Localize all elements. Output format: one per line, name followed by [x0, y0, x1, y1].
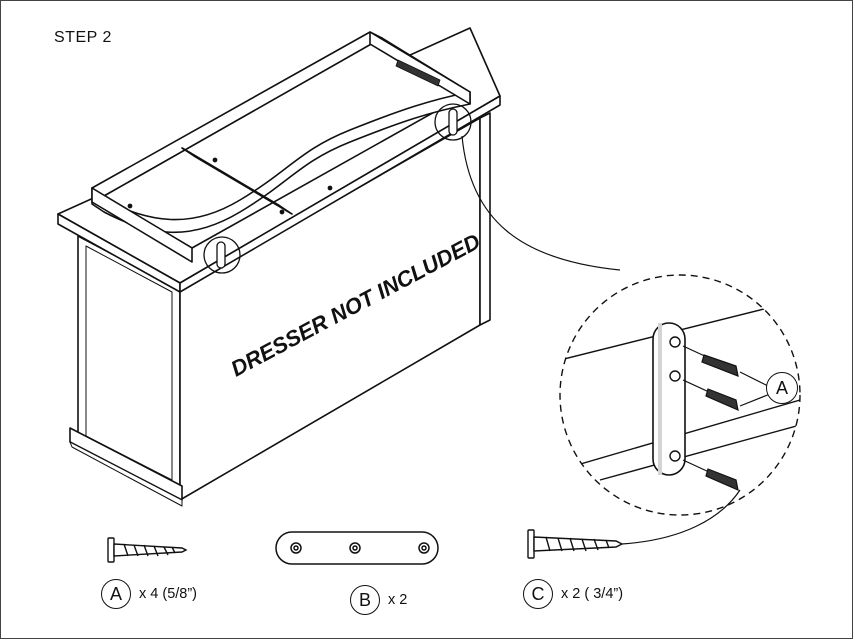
part-a-letter-badge: A [101, 579, 131, 609]
part-b-quantity: x 2 [388, 592, 408, 608]
part-label-a: A x 4 (5/8”) [101, 579, 197, 609]
screw-c-icon [527, 529, 624, 559]
step-title: STEP 2 [54, 29, 112, 46]
hutch-frame [91, 31, 471, 263]
part-c-quantity: x 2 ( 3/4”) [561, 586, 624, 602]
part-a-quantity: x 4 (5/8”) [139, 586, 198, 602]
part-c-letter-badge: C [523, 579, 553, 609]
part-label-c: C x 2 ( 3/4”) [523, 579, 623, 609]
part-b-letter-badge: B [350, 585, 380, 615]
part-c-leader-line [621, 489, 741, 545]
detail-view-circle [559, 274, 801, 516]
part-label-b: B x 2 [350, 585, 407, 615]
bracket-highlight-left [203, 236, 241, 274]
detail-leader-line [461, 135, 621, 271]
screw-a-icon [107, 537, 188, 563]
detail-callout-badge: A [766, 372, 798, 404]
bracket-highlight-right [434, 103, 472, 141]
bracket-b-icon [275, 531, 439, 565]
